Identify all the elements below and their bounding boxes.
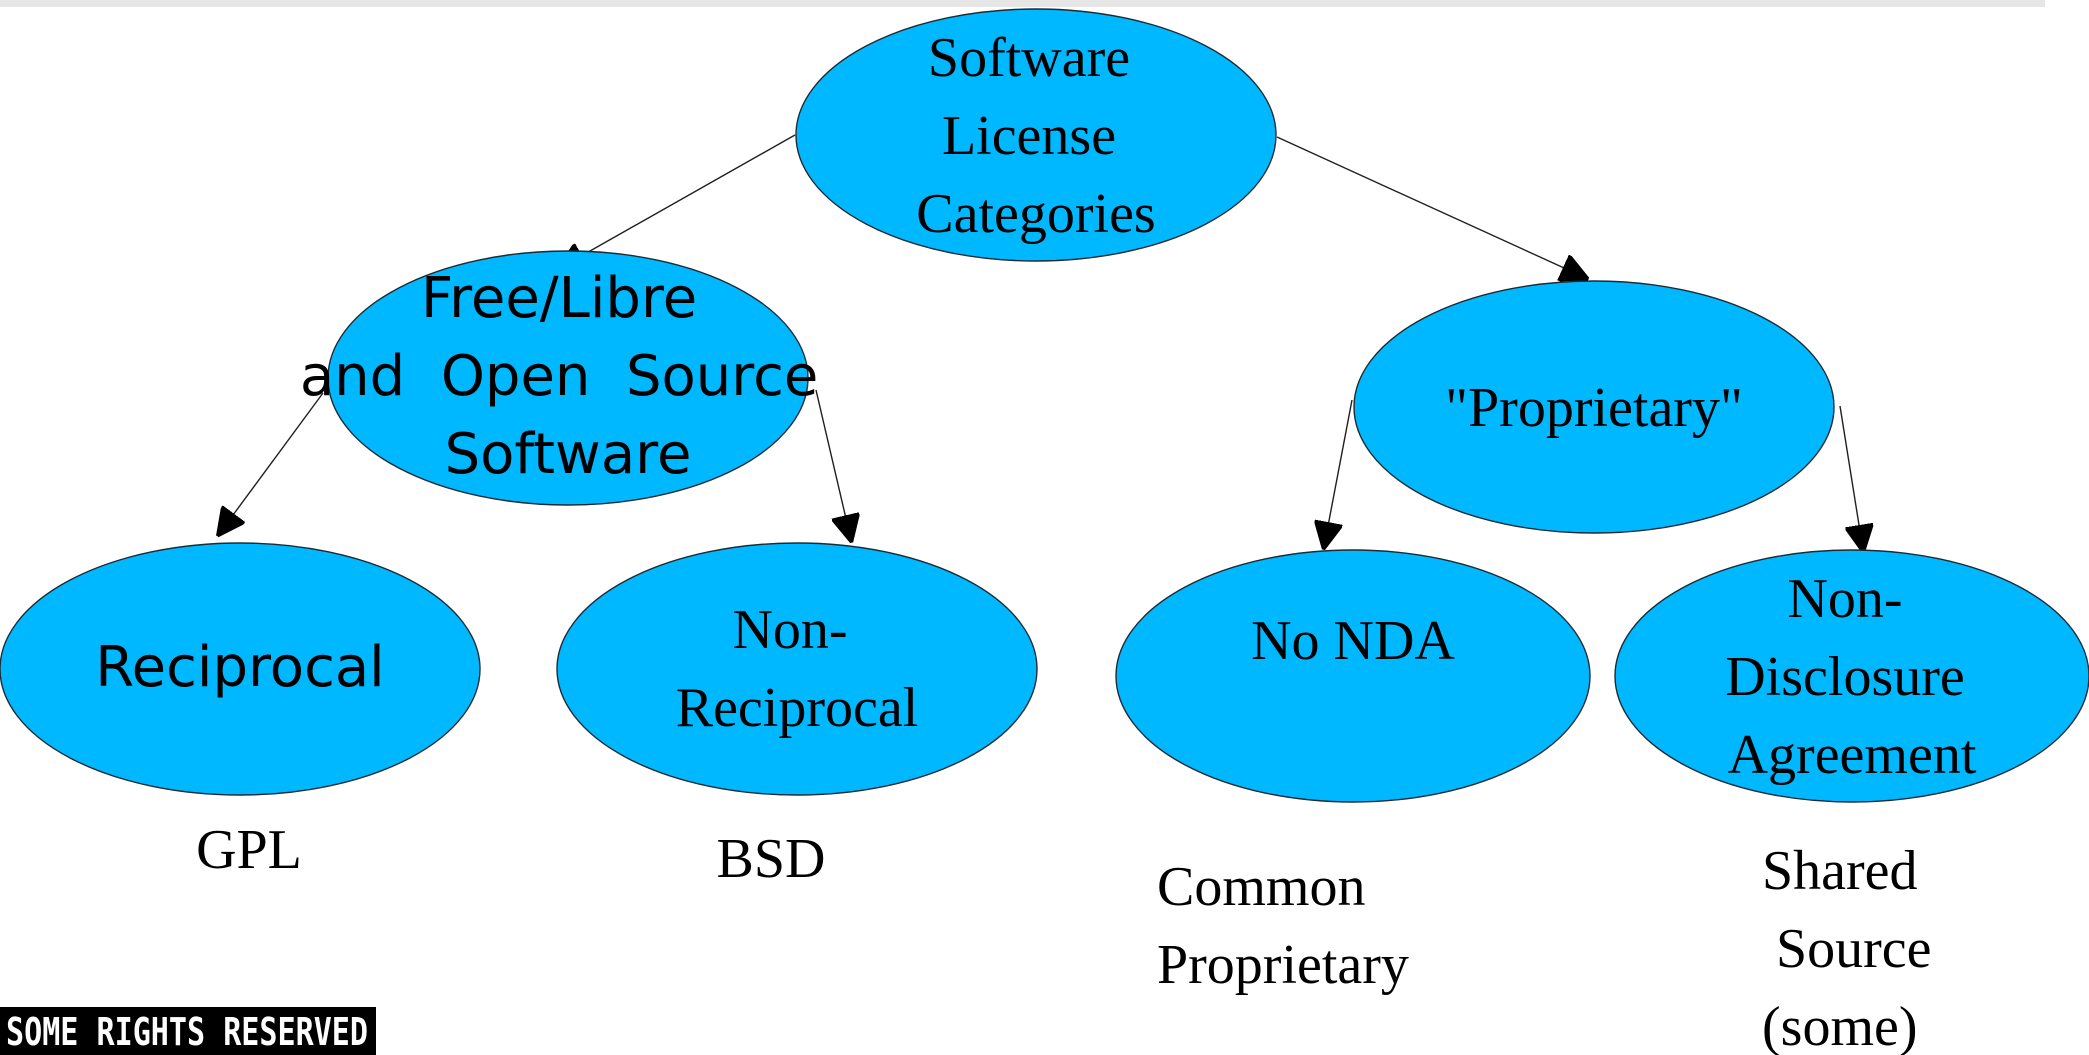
node-ellipse [795,8,1277,262]
edges [219,134,1863,550]
node-software-license-categories: Software License Categories [795,8,1277,262]
node-ellipse [1115,549,1591,803]
example-line: (some) [1762,996,1918,1055]
example-line: BSD [717,828,826,890]
node-label-line: License [942,105,1116,167]
node-ellipse [0,542,481,796]
node-reciprocal: Reciprocal [0,542,481,796]
node-label: Free/Libre and Open Source Software [300,266,836,487]
node-ellipse [327,250,809,506]
node-label: Software License Categories [916,27,1155,245]
node-label: Reciprocal [95,635,384,700]
edge-root-to-proprietary [1276,136,1586,278]
node-label-line: Free/Libre [421,266,697,331]
node-label-line: Software [928,27,1130,89]
node-label-line: Categories [916,183,1155,245]
node-non-disclosure-agreement: Non- Disclosure Agreement [1614,549,2089,803]
node-free-libre-open-source: Free/Libre and Open Source Software [300,250,836,506]
example-line: GPL [196,819,302,881]
some-rights-reserved-badge: SOME RIGHTS RESERVED [0,1007,376,1055]
node-label-line: Agreement [1728,724,1977,786]
node-label: Non- Disclosure Agreement [1725,568,1979,786]
edge-foss-to-non-reciprocal [815,389,851,540]
node-label-line: No NDA [1251,610,1455,672]
node-label-line: Reciprocal [676,677,919,739]
example-shared-source: Shared Source (some) [1762,840,1946,1055]
node-ellipse [1353,280,1835,534]
node-label-line: "Proprietary" [1445,377,1743,439]
edge-proprietary-to-no-nda [1324,399,1353,547]
node-label-line: Software [445,422,692,487]
example-bsd: BSD [717,828,826,890]
node-non-reciprocal: Non- Reciprocal [556,542,1038,796]
node-label-line: Non- [1787,568,1902,630]
example-line: Proprietary [1157,934,1409,996]
edge-root-to-foss [560,134,796,268]
node-label-line: Reciprocal [95,635,384,700]
node-label-line: Disclosure [1725,646,1965,708]
example-gpl: GPL [196,819,302,881]
example-line: Common [1157,856,1365,918]
node-label: No NDA [1251,610,1455,672]
node-ellipse [1614,549,2089,803]
node-label: "Proprietary" [1445,377,1743,439]
node-label-line: and Open Source [300,344,818,409]
example-line: Source [1762,918,1932,980]
example-common-proprietary: Common Proprietary [1157,856,1409,996]
node-no-nda: No NDA [1115,549,1591,803]
edge-proprietary-to-nda [1839,405,1863,550]
badge-label: SOME RIGHTS RESERVED [6,1010,368,1054]
example-line: Shared [1762,840,1918,902]
top-border-strip [0,0,2045,7]
node-ellipse [556,542,1038,796]
edge-foss-to-reciprocal [219,392,324,534]
node-proprietary: "Proprietary" [1353,280,1835,534]
node-label: Non- Reciprocal [676,599,919,739]
badge-background [0,1007,376,1055]
node-label-line: Non- [732,599,847,661]
